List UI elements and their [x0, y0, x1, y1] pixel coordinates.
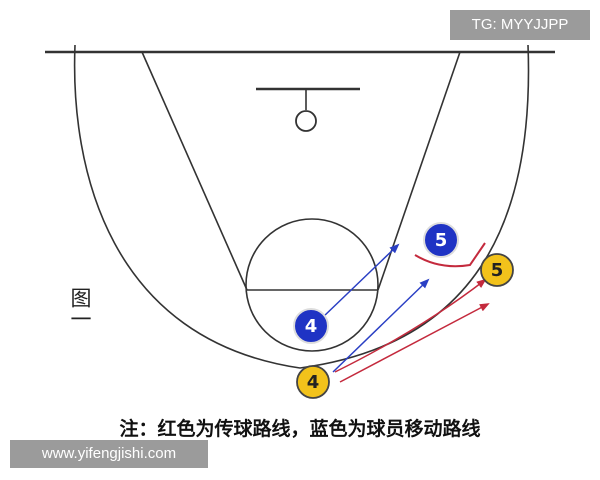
player-blue-4-number: 4	[305, 316, 318, 337]
player-yellow-4-token	[296, 365, 330, 399]
player-blue-4-token	[293, 308, 329, 344]
free-throw-circle	[245, 218, 379, 352]
move-route-4-to-lane	[321, 243, 400, 319]
watermark-top: TG: MYYJJPP	[450, 10, 590, 40]
move-route-5-curl	[414, 242, 486, 268]
legend-caption: 注：红色为传球路线，蓝色为球员移动路线	[119, 418, 481, 440]
player-blue-5-number: 5	[435, 230, 448, 251]
player-blue-4: 4	[293, 308, 329, 344]
player-yellow-5-number: 5	[491, 260, 504, 281]
pass-route-4-to-5	[334, 278, 487, 373]
watermark-bottom: www.yifengjishi.com	[10, 440, 208, 468]
player-yellow-4-number: 4	[307, 372, 320, 393]
player-yellow-5-token	[480, 253, 514, 287]
hoop-rim	[295, 110, 317, 132]
player-yellow-4: 4	[296, 365, 330, 399]
player-blue-5-token	[423, 222, 459, 258]
figure-label: 图一	[68, 287, 92, 329]
lane-left-line	[141, 51, 248, 291]
player-yellow-5: 5	[480, 253, 514, 287]
three-point-arc	[73, 44, 530, 369]
move-route-4-to-elbow	[332, 278, 430, 373]
player-blue-5: 5	[423, 222, 459, 258]
pass-route-4-to-wing	[339, 303, 490, 383]
